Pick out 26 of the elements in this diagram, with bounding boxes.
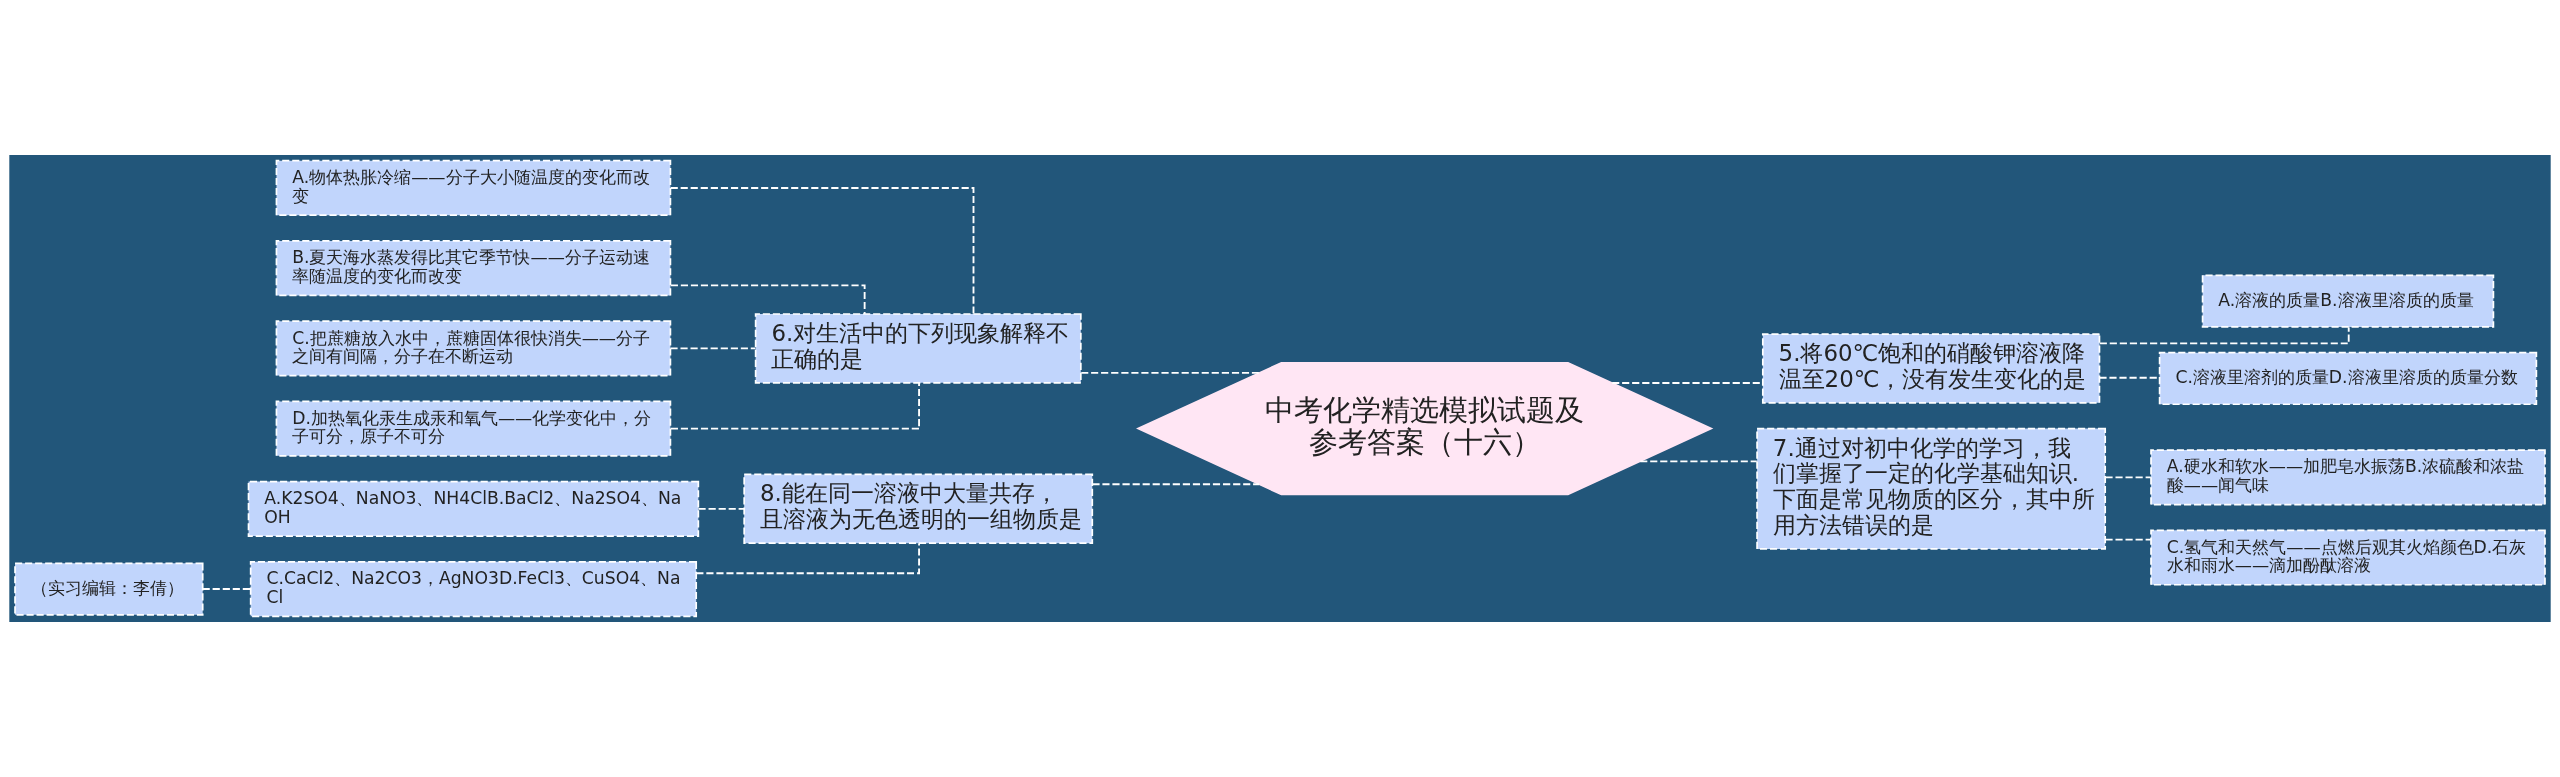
node-box: 8.能在同一溶液中大量共存，且溶液为无色透明的一组物质是 [743, 473, 1094, 545]
connector [1080, 372, 1260, 374]
connector [669, 347, 757, 350]
connector [669, 381, 920, 430]
node-box: B.夏天海水蒸发得比其它季节快——分子运动速率随温度的变化而改变 [275, 240, 672, 297]
connector [1091, 483, 1260, 486]
connector [697, 507, 745, 510]
node-box: C.氢气和天然气——点燃后观其火焰颜色D.石灰水和雨水——滴加酚酞溶液 [2150, 529, 2546, 586]
node-box: A.K2SO4、NaNO3、NH4ClB.BaCl2、Na2SO4、NaOH [247, 480, 700, 537]
node-box: C.把蔗糖放入水中，蔗糖固体很快消失——分子之间有间隔，分子在不断运动 [275, 320, 672, 377]
connector [2104, 476, 2152, 479]
node-box: 5.将60℃饱和的硝酸钾溶液降温至20℃，没有发生变化的是 [1761, 333, 2101, 404]
connector [2104, 538, 2152, 541]
node-box: A.物体热胀冷缩——分子大小随温度的变化而改变 [275, 159, 672, 217]
connector [1639, 460, 1758, 463]
connector [2098, 326, 2350, 345]
node-box: C.溶液里溶剂的质量D.溶液里溶质的质量分数 [2158, 351, 2538, 406]
node-box: （实习编辑：李倩） [14, 562, 204, 616]
node-box: D.加热氧化汞生成汞和氧气——化学变化中，分子可分，原子不可分 [275, 400, 672, 457]
node-box: A.硬水和软水——加肥皂水振荡B.浓硫酸和浓盐酸——闻气味 [2150, 449, 2546, 506]
node-box: A.溶液的质量B.溶液里溶质的质量 [2201, 274, 2495, 328]
node-box: 7.通过对初中化学的学习，我们掌握了一定的化学基础知识.下面是常见物质的区分，其中所用方法错误的是 [1756, 427, 2107, 550]
node-box: C.CaCl2、Na2CO3，AgNO3D.FeCl3、CuSO4、NaCl [249, 560, 698, 618]
connector [669, 187, 975, 315]
node-box: 6.对生活中的下列现象解释不正确的是 [754, 313, 1082, 384]
connector [201, 588, 252, 590]
